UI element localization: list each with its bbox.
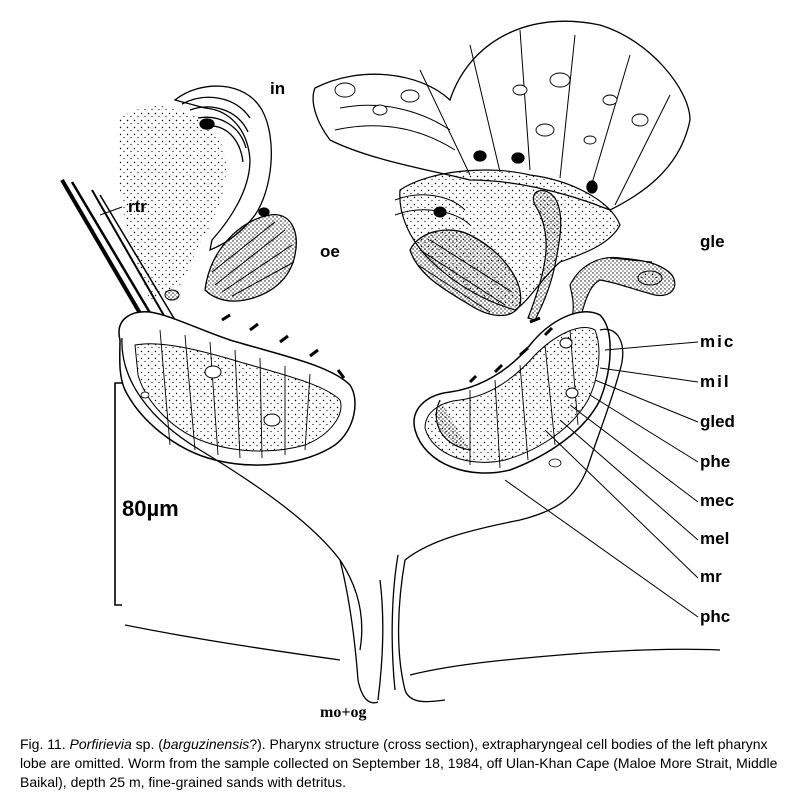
- caption-sp: sp. (: [131, 736, 163, 752]
- caption-text: ?). Pharynx structure (cross section), e…: [20, 736, 778, 790]
- right-folded-epithelium: [409, 229, 522, 317]
- right-pharynx-lobe: [413, 311, 611, 474]
- scale-bar-label: 80µm: [122, 496, 179, 521]
- pharynx-cross-section-drawing: [60, 20, 721, 704]
- label-oe: oe: [320, 242, 340, 261]
- left-body-wall: [121, 337, 384, 704]
- left-pharynx-lobe: [118, 289, 356, 466]
- caption-fig-number: Fig. 11.: [20, 736, 66, 752]
- figure-caption: Fig. 11. Porfirievia sp. (barguzinensis?…: [20, 735, 780, 792]
- caption-species: barguzinensis: [162, 736, 250, 752]
- left-folded-epithelium: [204, 214, 297, 302]
- label-leader-lines: [99, 206, 699, 618]
- right-intestine-fan: [312, 20, 691, 211]
- caption-genus: Porfirievia: [69, 736, 132, 752]
- label-mo-og: mo+og: [320, 704, 367, 721]
- label-gle: gle: [700, 232, 725, 251]
- label-mec: mec: [700, 491, 735, 510]
- label-phc: phc: [700, 607, 731, 626]
- label-gled: gled: [700, 412, 735, 431]
- label-mr: mr: [700, 567, 722, 586]
- label-in: in: [270, 79, 286, 98]
- left-stippled-tissue: [118, 106, 226, 300]
- gland-duct: [527, 189, 676, 321]
- label-mel: mel: [700, 529, 730, 548]
- label-mic: mic: [700, 332, 736, 351]
- label-phe: phe: [700, 452, 731, 471]
- right-body-wall: [391, 328, 721, 703]
- label-mil: mil: [700, 372, 731, 391]
- label-rtr: rtr: [128, 197, 147, 216]
- scale-bar: [114, 382, 122, 606]
